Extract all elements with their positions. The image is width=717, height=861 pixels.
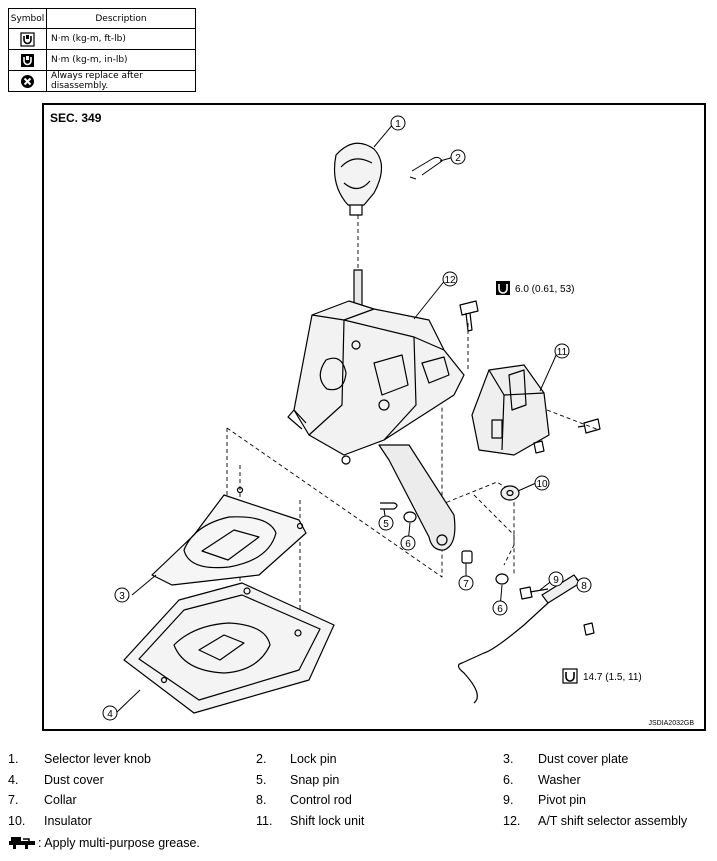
symbol-row: N·m (kg-m, in-lb) [8, 49, 196, 71]
legend-text: Snap pin [290, 772, 340, 787]
callouts: 1 2 3 4 5 6 6 7 8 9 10 11 12 [102, 115, 592, 721]
legend-number: 6. [503, 772, 514, 787]
callout: 2 [439, 149, 466, 165]
shift-lock-unit [471, 364, 550, 456]
legend-row: 10. Insulator 11. Shift lock unit 12. A/… [8, 814, 708, 835]
legend-number: 8. [256, 793, 267, 807]
legend-number: 12. [503, 813, 521, 828]
svg-text:9: 9 [553, 575, 559, 586]
selector-lever-knob [333, 142, 383, 216]
svg-text:3: 3 [119, 591, 125, 602]
symbol-row: N·m (kg-m, ft-lb) [8, 28, 196, 50]
callout: 11 [539, 343, 570, 392]
torque-ftlb-icon [20, 31, 35, 47]
section-label: SEC. 349 [50, 111, 102, 125]
svg-text:6: 6 [405, 539, 411, 550]
torque-value-nut: 14.7 (1.5, 11) [583, 672, 642, 683]
legend-row: 1. Selector lever knob 2. Lock pin 3. Du… [8, 752, 708, 773]
grease-note-text: : Apply multi-purpose grease. [38, 836, 200, 850]
callout: 10 [517, 475, 550, 492]
legend-row: 7. Collar 8. Control rod 9. Pivot pin [8, 793, 708, 814]
torque-label-nut: 14.7 (1.5, 11) [562, 668, 642, 684]
legend-text: Dust cover [44, 772, 104, 787]
legend-number: 9. [503, 793, 514, 807]
legend-number: 11. [256, 813, 273, 828]
symbol-table: Symbol Description N·m (kg-m, ft-lb) N·m… [8, 8, 196, 92]
dust-cover-plate [151, 486, 307, 586]
symbol-description: N·m (kg-m, in-lb) [46, 49, 196, 71]
symbol-description: N·m (kg-m, ft-lb) [46, 28, 196, 50]
callout: 6 [492, 584, 508, 616]
svg-text:6: 6 [497, 604, 503, 615]
control-rod [457, 574, 595, 704]
legend-text: Control rod [290, 793, 352, 807]
dust-cover [123, 582, 335, 714]
svg-text:10: 10 [536, 479, 548, 490]
callout: 1 [373, 115, 406, 148]
legend-text: Lock pin [290, 752, 337, 766]
parts-legend: 1. Selector lever knob 2. Lock pin 3. Du… [8, 752, 708, 834]
legend-text: Washer [538, 772, 581, 787]
svg-text:8: 8 [581, 581, 587, 592]
legend-text: A/T shift selector assembly [538, 813, 688, 828]
shift-selector-assembly [287, 269, 465, 551]
legend-text: Dust cover plate [538, 752, 629, 766]
collar [461, 550, 473, 564]
washer [495, 573, 509, 585]
svg-text:11: 11 [557, 347, 568, 358]
callout: 4 [102, 689, 141, 721]
legend-number: 1. [8, 752, 19, 766]
washer [403, 511, 417, 523]
legend-text: Insulator [44, 813, 92, 828]
insulator [500, 485, 520, 501]
symbol-table-header: Symbol Description [8, 8, 196, 29]
legend-number: 5. [256, 772, 267, 787]
legend-text: Selector lever knob [44, 752, 152, 766]
callout: 6 [400, 522, 416, 551]
legend-text: Shift lock unit [290, 813, 365, 828]
svg-text:5: 5 [383, 519, 389, 530]
svg-text:4: 4 [107, 709, 113, 720]
legend-number: 7. [8, 793, 19, 807]
callout: 9 [539, 571, 564, 591]
screw [577, 418, 601, 434]
callout: 7 [458, 563, 474, 591]
callout: 5 [378, 508, 394, 531]
grease-note: : Apply multi-purpose grease. [9, 836, 200, 850]
legend-row: 4. Dust cover 5. Snap pin 6. Washer [8, 773, 708, 794]
callout: 12 [413, 271, 458, 320]
symbol-description: Always replace after disassembly. [46, 70, 196, 92]
torque-label-bolt: 6.0 (0.61, 53) [496, 281, 574, 295]
legend-number: 3. [503, 752, 514, 766]
legend-text: Collar [44, 793, 77, 807]
bolt [459, 300, 479, 332]
svg-text:7: 7 [463, 579, 469, 590]
symbol-row: Always replace after disassembly. [8, 70, 196, 92]
legend-text: Pivot pin [538, 793, 586, 807]
diagram-frame: SEC. 349 [42, 103, 706, 731]
legend-number: 4. [8, 772, 19, 787]
svg-text:12: 12 [444, 275, 456, 286]
callout: 3 [114, 574, 157, 603]
torque-inlb-icon [21, 53, 34, 67]
callout: 8 [575, 577, 592, 593]
torque-value-bolt: 6.0 (0.61, 53) [515, 284, 574, 295]
description-header: Description [46, 8, 196, 29]
svg-text:2: 2 [455, 153, 461, 164]
lock-pin [409, 156, 443, 180]
symbol-header: Symbol [8, 8, 47, 29]
diagram-code: JSDIA2032GB [648, 720, 694, 727]
snap-pin [380, 502, 398, 510]
svg-text:1: 1 [395, 119, 401, 130]
exploded-diagram: 6.0 (0.61, 53) 14.7 (1.5, 11) 1 2 3 4 5 … [102, 115, 642, 721]
pivot-pin [519, 586, 549, 600]
legend-number: 2. [256, 752, 267, 766]
always-replace-icon [21, 74, 34, 88]
grease-icon [9, 837, 35, 849]
legend-number: 10. [8, 813, 26, 828]
